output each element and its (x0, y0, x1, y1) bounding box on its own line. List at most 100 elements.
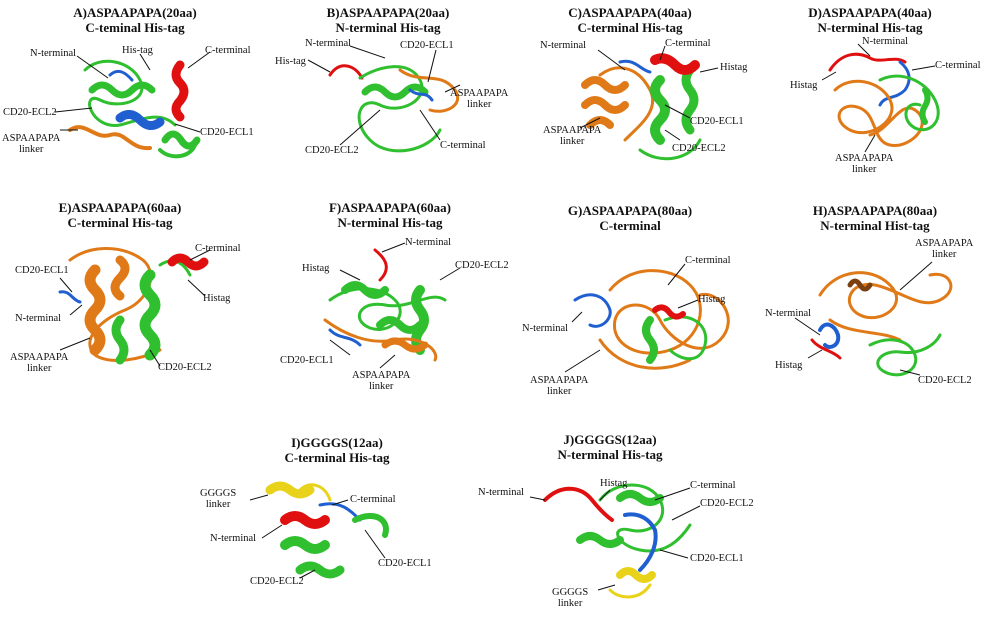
panel-b-histag-coil (328, 64, 364, 80)
panel-h-label-histag: Histag (775, 360, 803, 371)
panel-d-label-cterm: C-terminal (935, 60, 981, 71)
panel-h-label-nterm: N-terminal (765, 308, 812, 319)
panel-i-linker-helix (265, 481, 315, 499)
panel-j-label-linker-l1: GGGGS (552, 587, 589, 598)
panel-c-title: C)ASPAAPAPA(40aa) C-terminal His-tag (560, 5, 700, 35)
panel-a-label-linker-l1: ASPAAPAPA (2, 133, 61, 144)
panel-c-ecl2-helix-2 (681, 65, 699, 135)
panel-a-ecl2-lower (158, 143, 197, 159)
panel-i-ecl2-coil (352, 513, 389, 538)
panel-d-title-line1: D)ASPAAPAPA(40aa) (808, 5, 932, 20)
panel-j-title: J)GGGGS(12aa) N-terminal His-tag (540, 432, 680, 462)
panel-i-label-linker-l2: linker (205, 499, 231, 510)
panel-h-ecl1 (818, 322, 841, 349)
panel-g-ecl2-helix (642, 316, 658, 364)
panel-i-label-linker-l1: GGGGS (200, 488, 237, 499)
panel-j-label-cterm: C-terminal (690, 480, 736, 491)
panel-j-linker-coil (608, 583, 652, 599)
panel-e-histag-helix (167, 253, 209, 271)
panel-c-label-nterm: N-terminal (540, 40, 587, 51)
panel-i-ecl2-helix-2 (295, 561, 345, 579)
panel-a-label-ecl1: CD20-ECL1 (200, 127, 254, 138)
panel-b-linker (398, 68, 459, 113)
panel-g-ecl2-coil (663, 315, 708, 361)
panel-c-ecl2-helix (650, 75, 670, 145)
panel-f-title: F)ASPAAPAPA(60aa) N-terminal His-tag (320, 200, 460, 230)
panel-a-label-linker-l2: linker (18, 144, 44, 155)
panel-e-ecl1 (58, 290, 82, 304)
panel-f-ecl2-helix-3 (376, 316, 424, 334)
panel-a-title-line2: C-teminal His-tag (85, 20, 185, 35)
panel-d-label-linker-l2: linker (851, 164, 877, 175)
panel-b-label-ecl1: CD20-ECL1 (400, 40, 454, 51)
panel-e-label-ecl2: CD20-ECL2 (158, 362, 212, 373)
panel-a-label-cterm: C-terminal (205, 45, 251, 56)
panel-b-label-ecl2: CD20-ECL2 (305, 145, 359, 156)
panel-g-label-linker-l1: ASPAAPAPA (530, 375, 589, 386)
panel-a-ecl2-helix-2 (161, 130, 201, 150)
panel-f-ecl2-helix (341, 281, 389, 299)
panel-d-ecl2-helix (919, 87, 931, 125)
panel-d-title-line2: N-terminal His-tag (817, 20, 923, 35)
panel-f-label-linker-l2: linker (368, 381, 394, 392)
panel-d-ecl2-coil (878, 74, 940, 132)
panel-a-label-nterm: N-terminal (30, 48, 77, 59)
panel-e-linker-helix (84, 264, 106, 356)
panel-h-linker-knot (847, 278, 873, 292)
panel-g-histag-helix (652, 304, 686, 320)
panel-a-label-ecl2: CD20-ECL2 (3, 107, 57, 118)
panel-c-label-linker-l2: linker (559, 136, 585, 147)
panel-d-title: D)ASPAAPAPA(40aa) N-terminal His-tag (800, 5, 940, 35)
panel-a-title-line1: A)ASPAAPAPA(20aa) (73, 5, 197, 20)
panel-b-label-cterm: C-terminal (440, 140, 486, 151)
panel-f-title-line1: F)ASPAAPAPA(60aa) (328, 200, 452, 215)
panel-c-label-ecl1: CD20-ECL1 (690, 116, 744, 127)
panel-b-label-linker: ASPAAPAPA linker (450, 88, 508, 110)
panel-h-histag-coil (810, 338, 842, 360)
panel-j-ecl2-helix-2 (576, 532, 624, 548)
panel-e-label-nterm: N-terminal (15, 313, 62, 324)
panel-f-histag-coil (373, 248, 388, 282)
panel-j-label-nterm: N-terminal (478, 487, 525, 498)
panel-j-label-ecl1: CD20-ECL1 (690, 553, 744, 564)
panel-i-title: I)GGGGS(12aa) C-terminal His-tag (272, 435, 402, 465)
panel-e-title-line2: C-terminal His-tag (67, 215, 173, 230)
panel-b-ecl2-helix (361, 83, 429, 101)
panel-g-label-nterm: N-terminal (522, 323, 569, 334)
panel-f-linker-helix (381, 337, 429, 353)
panel-i-label-nterm: N-terminal (210, 533, 257, 544)
panel-h-title-line1: H)ASPAAPAPA(80aa) (812, 203, 938, 218)
panel-f-label-ecl2: CD20-ECL2 (455, 260, 509, 271)
panel-d-ecl1 (878, 60, 911, 107)
panel-e-label-cterm: C-terminal (195, 243, 241, 254)
panel-i-ecl2-helix (280, 536, 330, 554)
panel-g-label-histag: Histag (698, 294, 726, 305)
panel-j-title-line1: J)GGGGS(12aa) (563, 432, 657, 447)
panel-a-linker (68, 125, 152, 151)
panel-e-label-linker: ASPAAPAPA linker (10, 352, 68, 374)
panel-i-label-ecl1: CD20-ECL1 (378, 558, 432, 569)
panel-h-label-linker-l2: linker (931, 249, 957, 260)
panel-a-histag-helix (171, 60, 189, 122)
panel-i-title-line2: C-terminal His-tag (284, 450, 390, 465)
panel-e-linker-helix-2 (110, 255, 130, 301)
panel-h-linker-coil (818, 271, 953, 342)
panel-i-histag-helix (280, 511, 330, 529)
panel-c-label-cterm: C-terminal (665, 38, 711, 49)
panel-a-ecl2-helix (88, 81, 156, 99)
panel-j-label-histag: Histag (600, 478, 628, 489)
panel-f-label-linker-l1: ASPAAPAPA (352, 370, 411, 381)
panel-f-ecl1 (328, 328, 362, 347)
panel-a-ecl1-helix (115, 110, 165, 130)
panel-c-ecl2-coil (638, 138, 702, 161)
panel-j-ecl1 (623, 512, 658, 572)
panel-b-ecl1 (408, 88, 434, 102)
panel-e-label-histag: Histag (203, 293, 231, 304)
panel-h-title-line2: N-terminal Hist-tag (820, 218, 930, 233)
panel-c-label-ecl2: CD20-ECL2 (672, 143, 726, 154)
